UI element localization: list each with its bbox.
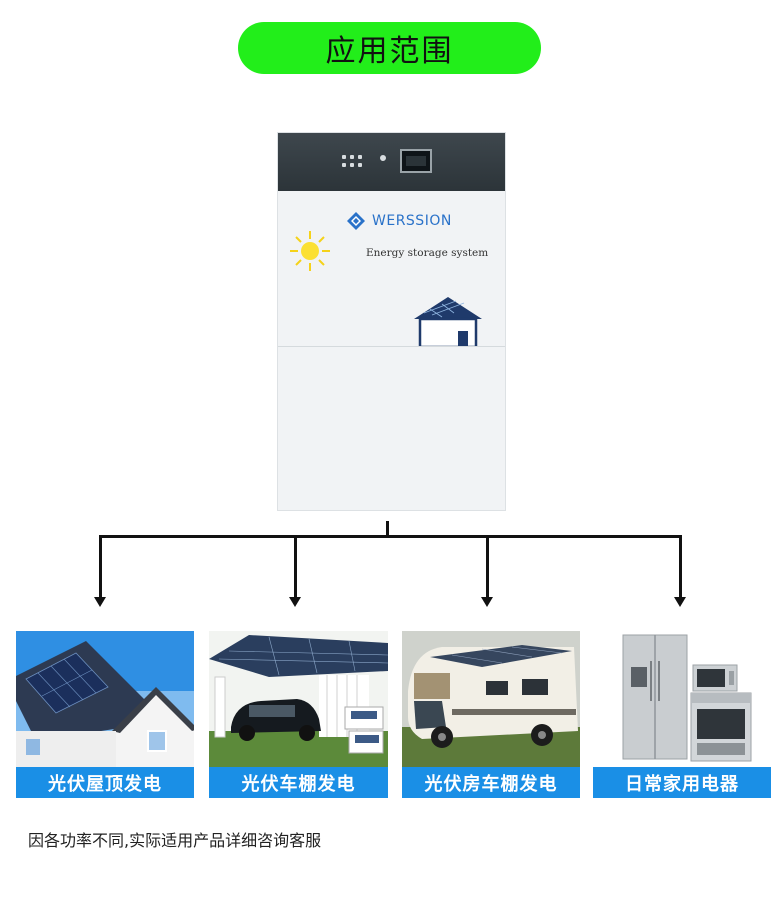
brand-diamond-icon xyxy=(347,212,365,230)
brand-logo: WERSSION xyxy=(346,211,452,231)
indicator-led-icon xyxy=(342,163,346,167)
application-card-solar-rv: 光伏房车棚发电 xyxy=(402,631,580,798)
solar-carport-icon xyxy=(209,631,388,767)
indicator-led-icon xyxy=(358,163,362,167)
indicator-led-icon xyxy=(358,155,362,159)
solar-rv-icon xyxy=(402,631,580,767)
application-card-solar-carport: 光伏车棚发电 xyxy=(209,631,388,798)
footer-note: 因各功率不同,实际适用产品详细咨询客服 xyxy=(28,831,322,850)
sun-icon xyxy=(290,231,330,271)
lcd-display xyxy=(400,149,432,173)
application-label: 光伏屋顶发电 xyxy=(16,767,194,798)
connector-branch xyxy=(99,535,102,597)
application-label: 光伏车棚发电 xyxy=(209,767,388,798)
connector-branch xyxy=(486,535,489,597)
connector-branch xyxy=(294,535,297,597)
connector-trunk xyxy=(386,521,389,537)
control-panel xyxy=(278,133,505,191)
power-button-icon xyxy=(380,155,386,161)
solar-roof-house-icon xyxy=(16,631,194,767)
arrow-down-icon xyxy=(94,597,106,607)
indicator-led-icon xyxy=(342,155,346,159)
arrow-down-icon xyxy=(674,597,686,607)
brand-name: WERSSION xyxy=(372,213,452,229)
application-card-solar-roof: 光伏屋顶发电 xyxy=(16,631,194,798)
arrow-down-icon xyxy=(481,597,493,607)
home-appliances-icon xyxy=(593,631,771,767)
indicator-led-icon xyxy=(350,163,354,167)
connector-branch xyxy=(679,535,682,597)
connector-horizontal xyxy=(99,535,682,538)
application-label: 日常家用电器 xyxy=(593,767,771,798)
section-title-badge: 应用范围 xyxy=(238,22,541,74)
product-subtitle: Energy storage system xyxy=(366,247,489,259)
energy-storage-product-image: WERSSION Energy storage system xyxy=(278,133,505,510)
arrow-down-icon xyxy=(289,597,301,607)
indicator-led-icon xyxy=(350,155,354,159)
application-label: 光伏房车棚发电 xyxy=(402,767,580,798)
panel-seam xyxy=(278,346,505,347)
section-title: 应用范围 xyxy=(325,34,454,69)
application-card-home-appliances: 日常家用电器 xyxy=(593,631,771,798)
solar-house-icon xyxy=(414,297,482,347)
